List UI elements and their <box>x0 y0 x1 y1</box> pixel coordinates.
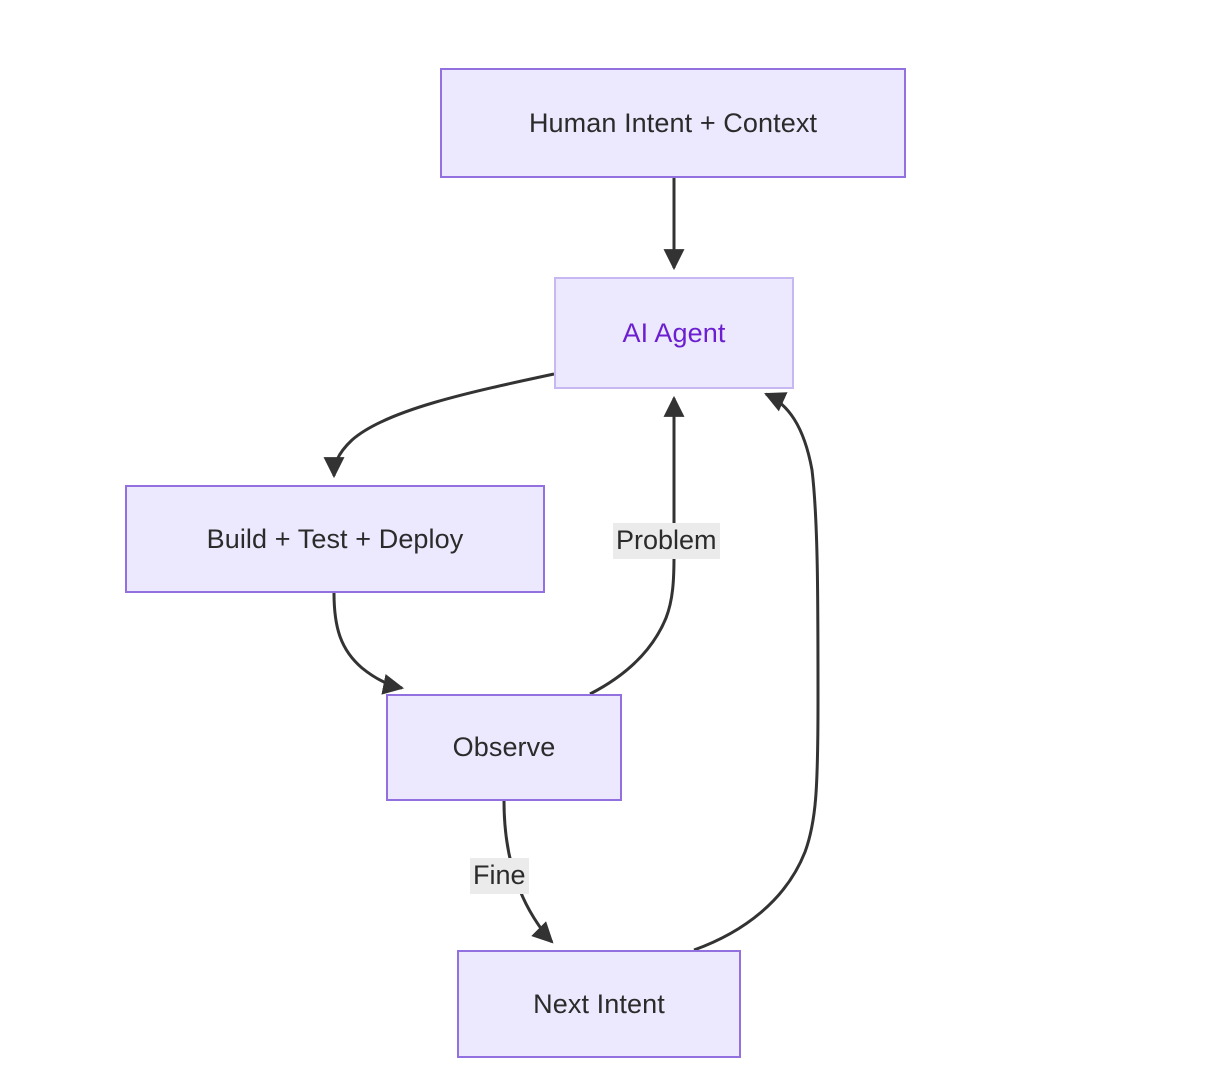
node-next-intent[interactable]: Next Intent <box>457 950 741 1058</box>
node-observe[interactable]: Observe <box>386 694 622 801</box>
edge-build-test-deploy-to-observe <box>332 592 405 695</box>
edge-ai-agent-to-build-test-deploy <box>323 372 555 479</box>
edge-label-fine: Fine <box>470 858 529 894</box>
node-next-intent-label: Next Intent <box>533 988 665 1019</box>
node-ai-agent[interactable]: AI Agent <box>554 277 794 389</box>
edge-observe-to-ai-agent <box>589 395 685 696</box>
node-build-test-deploy[interactable]: Build + Test + Deploy <box>125 485 545 593</box>
node-human-intent[interactable]: Human Intent + Context <box>440 68 906 178</box>
node-ai-agent-label: AI Agent <box>622 317 726 348</box>
node-human-intent-label: Human Intent + Context <box>528 107 818 138</box>
edge-observe-to-next-intent <box>502 800 554 944</box>
node-observe-label: Observe <box>452 732 556 762</box>
edge-label-problem: Problem <box>613 523 720 559</box>
node-build-test-deploy-label: Build + Test + Deploy <box>206 523 464 554</box>
edge-next-intent-to-ai-agent <box>693 392 820 952</box>
